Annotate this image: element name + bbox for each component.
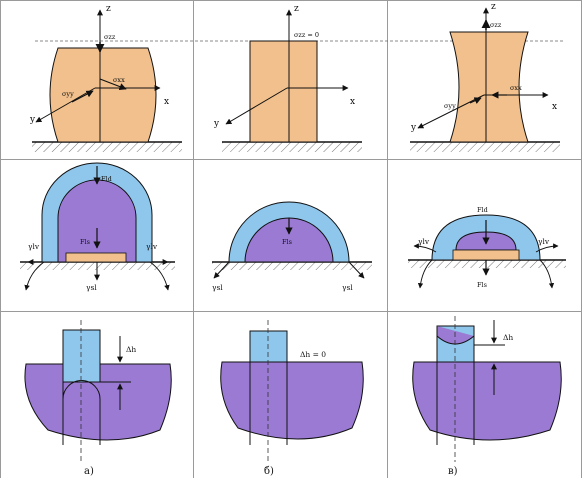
force-top-label: Fld	[477, 206, 488, 214]
force-top-label: Fld	[101, 175, 112, 183]
axis-y-label: y	[410, 123, 417, 133]
panel-3c: Δh в)	[412, 316, 562, 477]
panel-3a: Δh а)	[24, 320, 172, 477]
axis-z-label: z	[491, 2, 496, 12]
hourglass-solid	[449, 31, 529, 143]
pad	[65, 252, 127, 263]
bulk-body	[220, 361, 364, 440]
delta-h-label: Δh	[503, 333, 513, 342]
panel-1c: z x y σzz σxx σyy	[410, 2, 560, 152]
stress-yy-label: σyy	[62, 90, 74, 98]
bulk-body	[24, 363, 172, 441]
axis-x-label: x	[350, 97, 355, 107]
panel-2b: Fls γsl γsl	[212, 201, 372, 292]
panel-2c: Fld Fls γlv γlv	[408, 206, 566, 289]
stress-zz-label: σzz	[104, 33, 116, 41]
substrate	[32, 142, 182, 152]
panel-1b: z x y σzz = 0	[213, 4, 362, 152]
liquid-inner-core	[244, 217, 334, 263]
pad	[452, 249, 520, 261]
panel-3b: Δh = 0 б)	[220, 320, 364, 477]
gamma-left-label: γlv	[418, 237, 430, 246]
stress-xx-label: σxx	[113, 76, 125, 84]
substrate	[408, 260, 566, 268]
axis-z-label: z	[106, 4, 111, 14]
panel-1a: z x y σzz σxx σyy	[29, 4, 182, 152]
substrate	[212, 262, 372, 270]
gamma-right-label: γlv	[538, 237, 550, 246]
meniscus	[62, 380, 101, 445]
caption-b: б)	[264, 466, 274, 477]
caption-a: а)	[84, 466, 94, 477]
panel-2a: Fld Fls γlv γlv γsl	[20, 162, 175, 292]
delta-h-label: Δh	[126, 345, 136, 354]
caption-c: в)	[448, 466, 458, 477]
capillary	[62, 329, 101, 383]
force-inner-label: Fls	[80, 238, 90, 246]
axis-x-label: x	[164, 97, 169, 107]
axis-y-label: y	[29, 115, 36, 125]
rect-solid	[249, 40, 318, 143]
stress-zz-label: σzz = 0	[294, 31, 319, 39]
axis-z-label: z	[294, 4, 299, 14]
substrate	[410, 142, 560, 152]
force-inner-label: Fls	[282, 238, 292, 246]
gamma-left-label: γsl	[212, 283, 223, 292]
force-bottom-label: Fls	[477, 281, 487, 289]
axis-x-label: x	[552, 102, 557, 112]
liquid-inner-core	[57, 179, 137, 263]
gamma-bottom-label: γsl	[86, 283, 97, 292]
gamma-left-label: γlv	[28, 242, 40, 251]
axis-y-label: y	[213, 119, 220, 129]
substrate	[222, 142, 362, 152]
bulk-body	[412, 361, 562, 441]
stress-yy-label: σyy	[444, 102, 456, 110]
capillary	[249, 330, 288, 363]
stress-zz-label: σzz	[490, 21, 502, 29]
barrel-solid	[49, 47, 157, 143]
stress-xx-label: σxx	[510, 84, 522, 92]
gamma-right-label: γsl	[342, 283, 353, 292]
delta-h-label: Δh = 0	[300, 350, 326, 359]
gamma-right-label: γlv	[146, 242, 158, 251]
